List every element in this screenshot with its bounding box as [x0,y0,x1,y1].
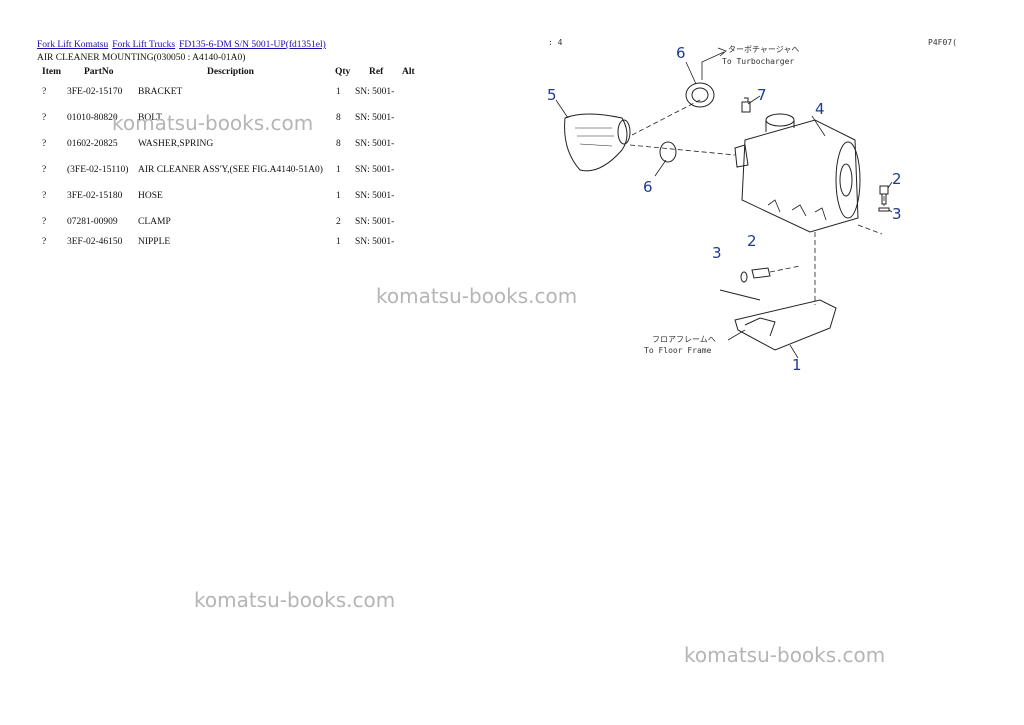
col-header-ref: Ref [369,67,384,77]
row-ref: SN: 5001- [355,165,395,175]
watermark: komatsu-books.com [112,111,314,135]
hose-part [564,113,628,172]
row-ref: SN: 5001- [355,87,395,97]
floor-frame-label-en: To Floor Frame [644,346,712,355]
row-qty: 1 [336,191,341,201]
breadcrumb-link-fork-lift-trucks[interactable]: Fork Lift Trucks [112,40,176,50]
row-partno: 3FE-02-15170 [67,87,123,97]
row-description: CLAMP [138,217,171,227]
row-description: NIPPLE [138,237,171,247]
row-ref: SN: 5001- [355,191,395,201]
clamp-top-part [685,82,715,108]
bolt-right [879,185,889,205]
row-item: ? [42,113,47,123]
watermark: komatsu-books.com [194,588,396,612]
callout-6-top: 6 [676,44,686,62]
washer-left [740,271,748,283]
row-partno: 07281-00909 [67,217,118,227]
breadcrumb-link-fork-lift-komatsu[interactable]: Fork Lift Komatsu [37,40,109,50]
row-item: ? [42,87,47,97]
bracket-part [734,299,837,351]
row-item: ? [42,139,47,149]
clamp-lower-part [659,141,677,163]
row-partno: 3EF-02-46150 [67,237,123,247]
row-qty: 1 [336,165,341,175]
arrow-to-turbocharger [701,51,725,80]
row-partno: 01602-20825 [67,139,118,149]
turbocharger-label-jp: ターボチャージャヘ [728,45,799,54]
row-qty: 1 [336,87,341,97]
page-subtitle: AIR CLEANER MOUNTING(030050 : A4140-01A0… [37,53,246,63]
col-header-item: Item [42,67,61,77]
row-ref: SN: 5001- [355,113,395,123]
watermark: komatsu-books.com [684,643,886,667]
col-header-alt: Alt [402,67,415,77]
callout-7: 7 [757,86,767,104]
washer-right [878,207,890,212]
col-header-qty: Qty [335,67,351,77]
row-partno: (3FE-02-15110) [67,165,129,175]
row-qty: 1 [336,237,341,247]
callout-1: 1 [792,356,802,374]
parts-diagram: 1 2 3 2 3 4 5 6 6 7 ターボチャージャヘ To Turboch… [547,44,902,374]
callout-6-lower: 6 [643,178,653,196]
row-item: ? [42,237,47,247]
callout-5: 5 [547,86,557,104]
callout-3-left: 3 [712,244,722,262]
nipple-part [741,97,751,113]
row-description: BOLT [138,113,162,123]
col-header-partno: PartNo [84,67,114,77]
row-ref: SN: 5001- [355,139,395,149]
bolt-left [751,267,771,279]
row-description: HOSE [138,191,163,201]
floor-frame-label-jp: フロアフレームヘ [652,335,716,344]
row-description: BRACKET [138,87,183,97]
row-qty: 8 [336,113,341,123]
row-item: ? [42,191,47,201]
callout-2-left: 2 [747,232,757,250]
row-ref: SN: 5001- [355,237,395,247]
row-qty: 8 [336,139,341,149]
breadcrumb-link-model[interactable]: FD135-6-DM S/N 5001-UP(fd1351el) [179,40,326,50]
row-item: ? [42,165,47,175]
row-partno: 01010-80820 [67,113,118,123]
arrow-to-floor-frame [727,329,746,341]
col-header-description: Description [207,67,254,77]
row-qty: 2 [336,217,341,227]
diagram-page-mark-left: : 4 [548,38,563,47]
row-item: ? [42,217,47,227]
watermark: komatsu-books.com [376,284,578,308]
row-description: AIR CLEANER ASS'Y,(SEE FIG.A4140-51A0) [138,165,323,175]
callout-2-right: 2 [892,170,902,188]
callout-4: 4 [815,100,825,118]
diagram-page-mark-right: P4F07( [928,38,957,47]
turbocharger-label-en: To Turbocharger [722,57,794,66]
hose-end [617,119,631,145]
row-ref: SN: 5001- [355,217,395,227]
row-partno: 3FE-02-15180 [67,191,123,201]
callout-3-right: 3 [892,205,902,223]
row-description: WASHER,SPRING [138,139,214,149]
